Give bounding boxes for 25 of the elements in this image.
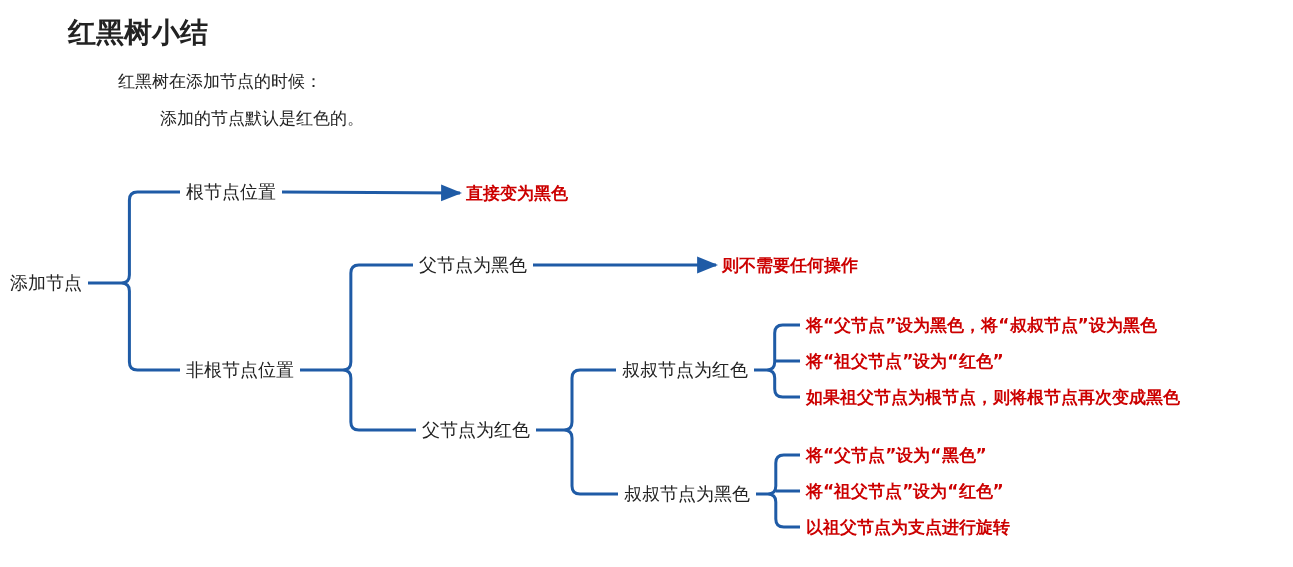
branch-label: 非根节点位置: [180, 356, 300, 384]
arrow: [282, 184, 463, 202]
brace-connector: [534, 368, 620, 496]
result-text: 以祖父节点为支点进行旋转: [800, 513, 1016, 541]
title: 红黑树小结: [68, 15, 208, 51]
brace-connector: [86, 190, 182, 372]
branch-label: 叔叔节点为黑色: [618, 480, 756, 508]
arrow: [533, 256, 719, 274]
branch-label: 根节点位置: [180, 178, 282, 206]
brace-connector: [298, 263, 418, 432]
result-text: 则不需要任何操作: [716, 251, 864, 279]
branch-label: 叔叔节点为红色: [616, 356, 754, 384]
result-text: 将“父节点”设为黑色，将“叔叔节点”设为黑色: [800, 311, 1163, 339]
branch-label: 添加节点: [4, 269, 88, 297]
brace-connector: [754, 453, 802, 529]
result-text: 直接变为黑色: [460, 179, 574, 207]
brace-connector: [752, 323, 802, 399]
result-text: 如果祖父节点为根节点，则将根节点再次变成黑色: [800, 383, 1186, 411]
branch-label: 父节点为红色: [416, 416, 536, 444]
result-text: 将“祖父节点”设为“红色”: [800, 347, 1010, 375]
branch-label: 父节点为黑色: [413, 251, 533, 279]
note-text: 添加的节点默认是红色的。: [160, 107, 364, 130]
note-text: 红黑树在添加节点的时候：: [118, 70, 322, 93]
result-text: 将“祖父节点”设为“红色”: [800, 477, 1010, 505]
result-text: 将“父节点”设为“黑色”: [800, 441, 993, 469]
